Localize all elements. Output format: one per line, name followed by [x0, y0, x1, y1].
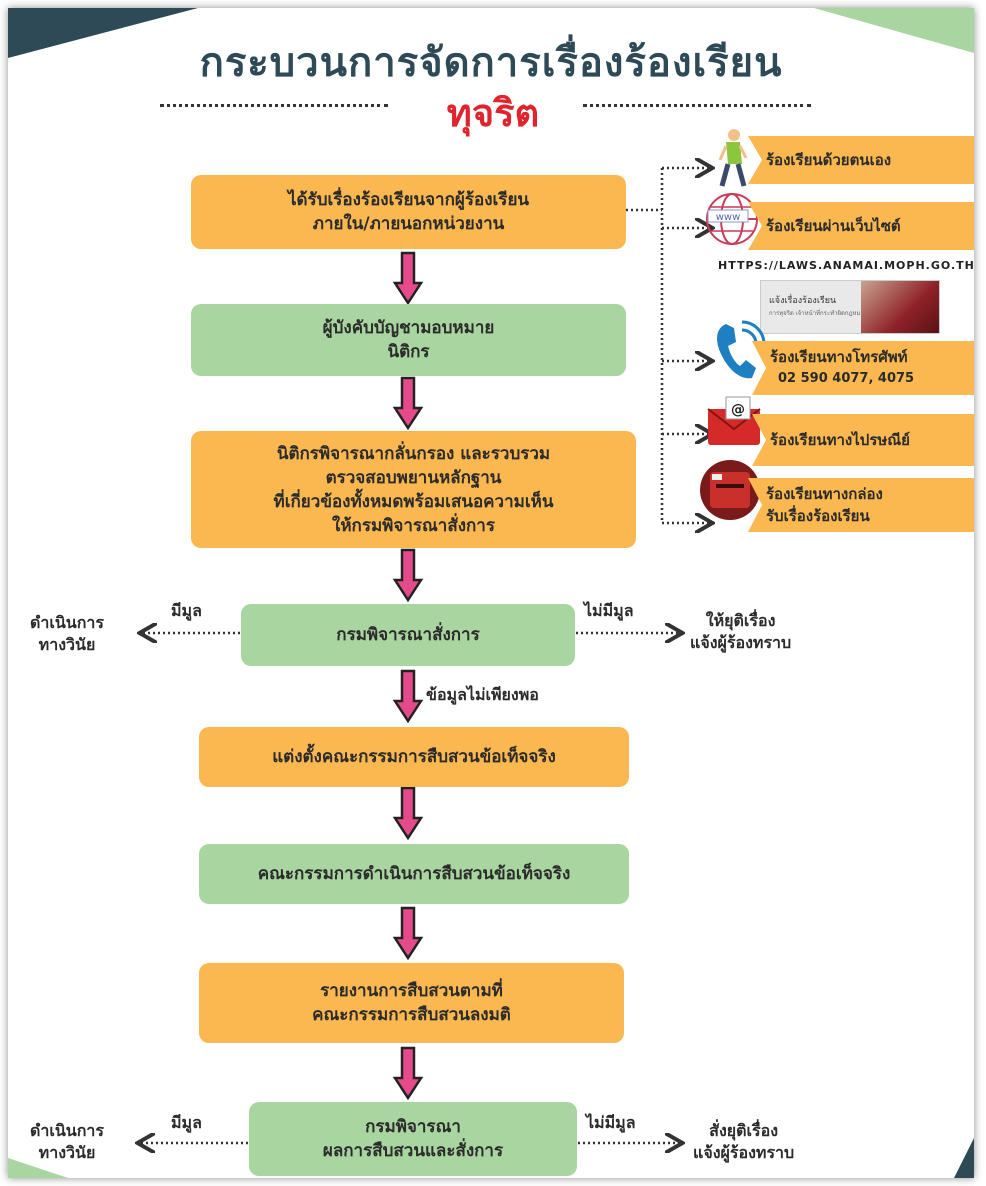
step-legal-review-line1: นิติกรพิจารณากลั่นกรอง และรวบรวม — [276, 443, 551, 464]
channel-self-complaint: ร้องเรียนด้วยตนเอง — [748, 136, 974, 184]
flow-arrow-2 — [392, 376, 424, 431]
channel-website-complaint: ร้องเรียนผ่านเว็บไซต์ — [748, 202, 974, 250]
branch1-disciplinary-line2: ทางวินัย — [38, 635, 96, 654]
branch2-terminate-line1: สั่งยุติเรื่อง — [709, 1121, 778, 1140]
branch1-has-basis-label: มีมูล — [171, 601, 202, 620]
branch2-disciplinary-line1: ดำเนินการ — [30, 1121, 104, 1140]
step-department-decision-line1: กรมพิจารณาสั่งการ — [336, 625, 480, 645]
step-appoint-committee: แต่งตั้งคณะกรรมการสืบสวนข้อเท็จจริง — [199, 727, 629, 787]
step-receive-complaint: ได้รับเรื่องร้องเรียนจากผู้ร้องเรียน ภาย… — [191, 175, 626, 249]
step-assign-legal-officer-line1: ผู้บังคับบัญชามอบหมาย — [322, 318, 495, 338]
step-investigation-report: รายงานการสืบสวนตามที่ คณะกรรมการสืบสวนลง… — [199, 963, 624, 1043]
channel-mailbox-line1: ร้องเรียนทางกล่อง — [766, 485, 883, 503]
channel-phone-label: ร้องเรียนทางโทรศัพท์ — [770, 348, 908, 366]
website-screenshot-thumbnail: แจ้งเรื่องร้องเรียน การทุจริต เจ้าหน้าที… — [760, 280, 940, 334]
dotted-line-right — [583, 104, 811, 107]
branch2-terminate-line2: แจ้งผู้ร้องทราบ — [693, 1143, 795, 1162]
channel-website-url[interactable]: HTTPS://LAWS.ANAMAI.MOPH.GO.TH/ — [718, 259, 974, 272]
step-legal-review: นิติกรพิจารณากลั่นกรอง และรวบรวม ตรวจสอบ… — [191, 431, 636, 548]
step-assign-legal-officer: ผู้บังคับบัญชามอบหมาย นิติกร — [191, 304, 626, 376]
step-legal-review-line4: ให้กรมพิจารณาสั่งการ — [332, 515, 495, 536]
step-investigation-report-line2: คณะกรรมการสืบสวนลงมติ — [312, 1005, 511, 1025]
subtitle-row: ทุจริต — [8, 82, 974, 135]
step-department-decision: กรมพิจารณาสั่งการ — [241, 604, 575, 666]
flow-arrow-4 — [392, 669, 424, 724]
step-committee-investigation-line1: คณะกรรมการดำเนินการสืบสวนข้อเท็จจริง — [257, 864, 571, 884]
corner-decoration-top-right — [814, 8, 974, 53]
step-final-decision: กรมพิจารณา ผลการสืบสวนและสั่งการ — [249, 1102, 577, 1176]
mailbox-icon — [700, 460, 760, 520]
channel-mailbox-complaint: ร้องเรียนทางกล่อง รับเรื่องร้องเรียน — [748, 478, 974, 532]
branch1-no-basis-label: ไม่มีมูล — [584, 601, 634, 620]
flow-arrow-3 — [392, 548, 424, 603]
step-final-decision-line1: กรมพิจารณา — [365, 1117, 461, 1137]
branch2-has-basis-label: มีมูล — [171, 1113, 202, 1132]
branch2-no-basis-label: ไม่มีมูล — [586, 1113, 636, 1132]
www-text: www — [716, 212, 741, 223]
infographic-page: กระบวนการจัดการเรื่องร้องเรียน ทุจริต — [8, 8, 974, 1178]
channel-phone-complaint: ร้องเรียนทางโทรศัพท์ 02 590 4077, 4075 — [752, 341, 974, 395]
dotted-line-left — [160, 104, 388, 107]
step-receive-complaint-line2: ภายใน/ภายนอกหน่วยงาน — [312, 214, 505, 234]
website-thumb-title: แจ้งเรื่องร้องเรียน — [769, 296, 837, 306]
flow-arrow-7 — [392, 1046, 424, 1101]
step-legal-review-line3: ที่เกี่ยวข้องทั้งหมดพร้อมเสนอความเห็น — [273, 491, 554, 512]
page-title: กระบวนการจัดการเรื่องร้องเรียน — [199, 40, 783, 86]
step-assign-legal-officer-line2: นิติกร — [387, 342, 430, 362]
channel-self-label: ร้องเรียนด้วยตนเอง — [766, 151, 892, 169]
channel-mailbox-line2: รับเรื่องร้องเรียน — [766, 507, 870, 525]
branch2-disciplinary-action: ดำเนินการ ทางวินัย — [30, 1120, 104, 1164]
at-sign-text: @ — [731, 402, 745, 418]
flow-arrow-5 — [392, 786, 424, 841]
mail-envelope-icon: @ — [707, 396, 761, 445]
corner-decoration-top-left — [8, 8, 198, 58]
insufficient-info-label: ข้อมูลไม่เพียงพอ — [426, 685, 539, 704]
channel-website-label: ร้องเรียนผ่านเว็บไซต์ — [766, 217, 901, 235]
globe-www-icon: www — [706, 193, 758, 245]
step-appoint-committee-line1: แต่งตั้งคณะกรรมการสืบสวนข้อเท็จจริง — [272, 747, 556, 767]
step-legal-review-line2: ตรวจสอบพยานหลักฐาน — [325, 467, 502, 488]
flow-arrow-6 — [392, 906, 424, 961]
step-committee-investigation: คณะกรรมการดำเนินการสืบสวนข้อเท็จจริง — [199, 844, 629, 904]
branch2-terminate-notify: สั่งยุติเรื่อง แจ้งผู้ร้องทราบ — [693, 1120, 794, 1164]
branch1-terminate-line2: แจ้งผู้ร้องทราบ — [690, 633, 792, 652]
channel-mail-complaint: ร้องเรียนทางไปรษณีย์ — [752, 414, 974, 466]
page-subtitle: ทุจริต — [446, 91, 540, 135]
flow-arrow-1 — [392, 251, 424, 306]
corner-decoration-bottom-left — [8, 1158, 68, 1178]
branch1-disciplinary-action: ดำเนินการ ทางวินัย — [30, 612, 104, 656]
step-final-decision-line2: ผลการสืบสวนและสั่งการ — [322, 1141, 504, 1161]
website-thumb-photo — [861, 281, 939, 333]
flow-connectors — [8, 8, 974, 1178]
website-thumb-subtitle: การทุจริต เจ้าหน้าที่กระทำผิดกฎหมาย — [769, 310, 868, 317]
channel-phone-number[interactable]: 02 590 4077, 4075 — [778, 371, 915, 386]
corner-decoration-bottom-right — [954, 1138, 974, 1178]
branch2-disciplinary-line2: ทางวินัย — [38, 1143, 96, 1162]
branch1-terminate-notify: ให้ยุติเรื่อง แจ้งผู้ร้องทราบ — [690, 610, 791, 654]
step-receive-complaint-line1: ได้รับเรื่องร้องเรียนจากผู้ร้องเรียน — [287, 190, 530, 210]
step-investigation-report-line1: รายงานการสืบสวนตามที่ — [320, 981, 503, 1001]
branch1-disciplinary-line1: ดำเนินการ — [30, 613, 104, 632]
branch1-terminate-line1: ให้ยุติเรื่อง — [705, 611, 776, 630]
channel-mail-label: ร้องเรียนทางไปรษณีย์ — [770, 431, 910, 449]
person-walking-icon — [718, 129, 748, 187]
